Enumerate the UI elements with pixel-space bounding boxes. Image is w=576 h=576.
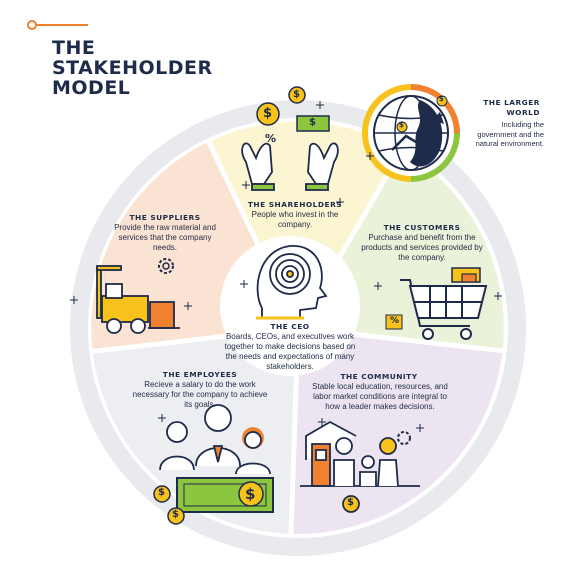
community-gear-icon [397, 431, 411, 445]
coin-left-dollar-2: $ [172, 509, 179, 520]
shareholders-title: THE SHAREHOLDERS [247, 200, 343, 209]
suppliers-title: THE SUPPLIERS [129, 213, 201, 222]
house-icon [300, 420, 420, 487]
title-decoration [27, 20, 88, 30]
percent-tag-icon [385, 314, 403, 330]
ceo-desc: Boards, CEOs, and executives work togeth… [224, 332, 356, 371]
larger-world-title-line2: WORLD [506, 108, 540, 117]
shareholders-hands-icon [241, 142, 339, 191]
globe-icon [362, 84, 460, 182]
globe-coin-dollar-1: $ [399, 121, 404, 129]
page-title: THE STAKEHOLDER MODEL [52, 38, 213, 98]
community-title: THE COMMUNITY [340, 372, 418, 381]
cash-bill-dollar: $ [245, 485, 256, 503]
coin-large-dollar: $ [263, 106, 273, 121]
ceo-head-icon [256, 245, 328, 320]
suppliers-desc: Provide the raw material and services th… [114, 223, 216, 252]
coin-icon-large [256, 102, 280, 126]
customers-desc: Purchase and benefit from the products a… [361, 233, 483, 262]
community-coin-dollar: $ [347, 497, 354, 508]
bill-dollar: $ [309, 117, 316, 128]
coin-icon-left [153, 485, 185, 525]
coin-small-dollar: $ [293, 89, 300, 100]
family-icon [333, 437, 399, 513]
customers-title: THE CUSTOMERS [383, 223, 461, 232]
shopping-cart-icon [400, 267, 488, 340]
shareholders-percent: % [265, 132, 277, 145]
larger-world-desc: Including the government and the natural… [475, 120, 544, 148]
ceo-center-circle [220, 236, 360, 376]
globe-coin-dollar-2: $ [439, 95, 444, 103]
employees-title: THE EMPLOYEES [162, 370, 238, 379]
coin-icon-small [288, 86, 306, 104]
forklift-icon [96, 265, 180, 334]
employees-people-icon [159, 404, 271, 475]
ceo-title: THE CEO [270, 322, 310, 331]
title-line-2: STAKEHOLDER [52, 57, 213, 79]
larger-world-title-line1: THE LARGER [483, 98, 540, 107]
cash-bill-icon [176, 477, 274, 513]
title-line-3: MODEL [52, 77, 131, 99]
employees-desc: Recieve a salary to do the work necessar… [132, 380, 268, 409]
shareholders-desc: People who invest in the company. [251, 210, 339, 229]
title-line-1: THE [52, 37, 96, 59]
cart-percent: % [390, 316, 400, 326]
sparkle-icons [70, 101, 502, 432]
gear-icon [158, 258, 174, 274]
coin-left-dollar-1: $ [158, 487, 165, 498]
community-desc: Stable local education, resources, and l… [312, 382, 448, 411]
dollar-bill-icon [296, 115, 330, 132]
